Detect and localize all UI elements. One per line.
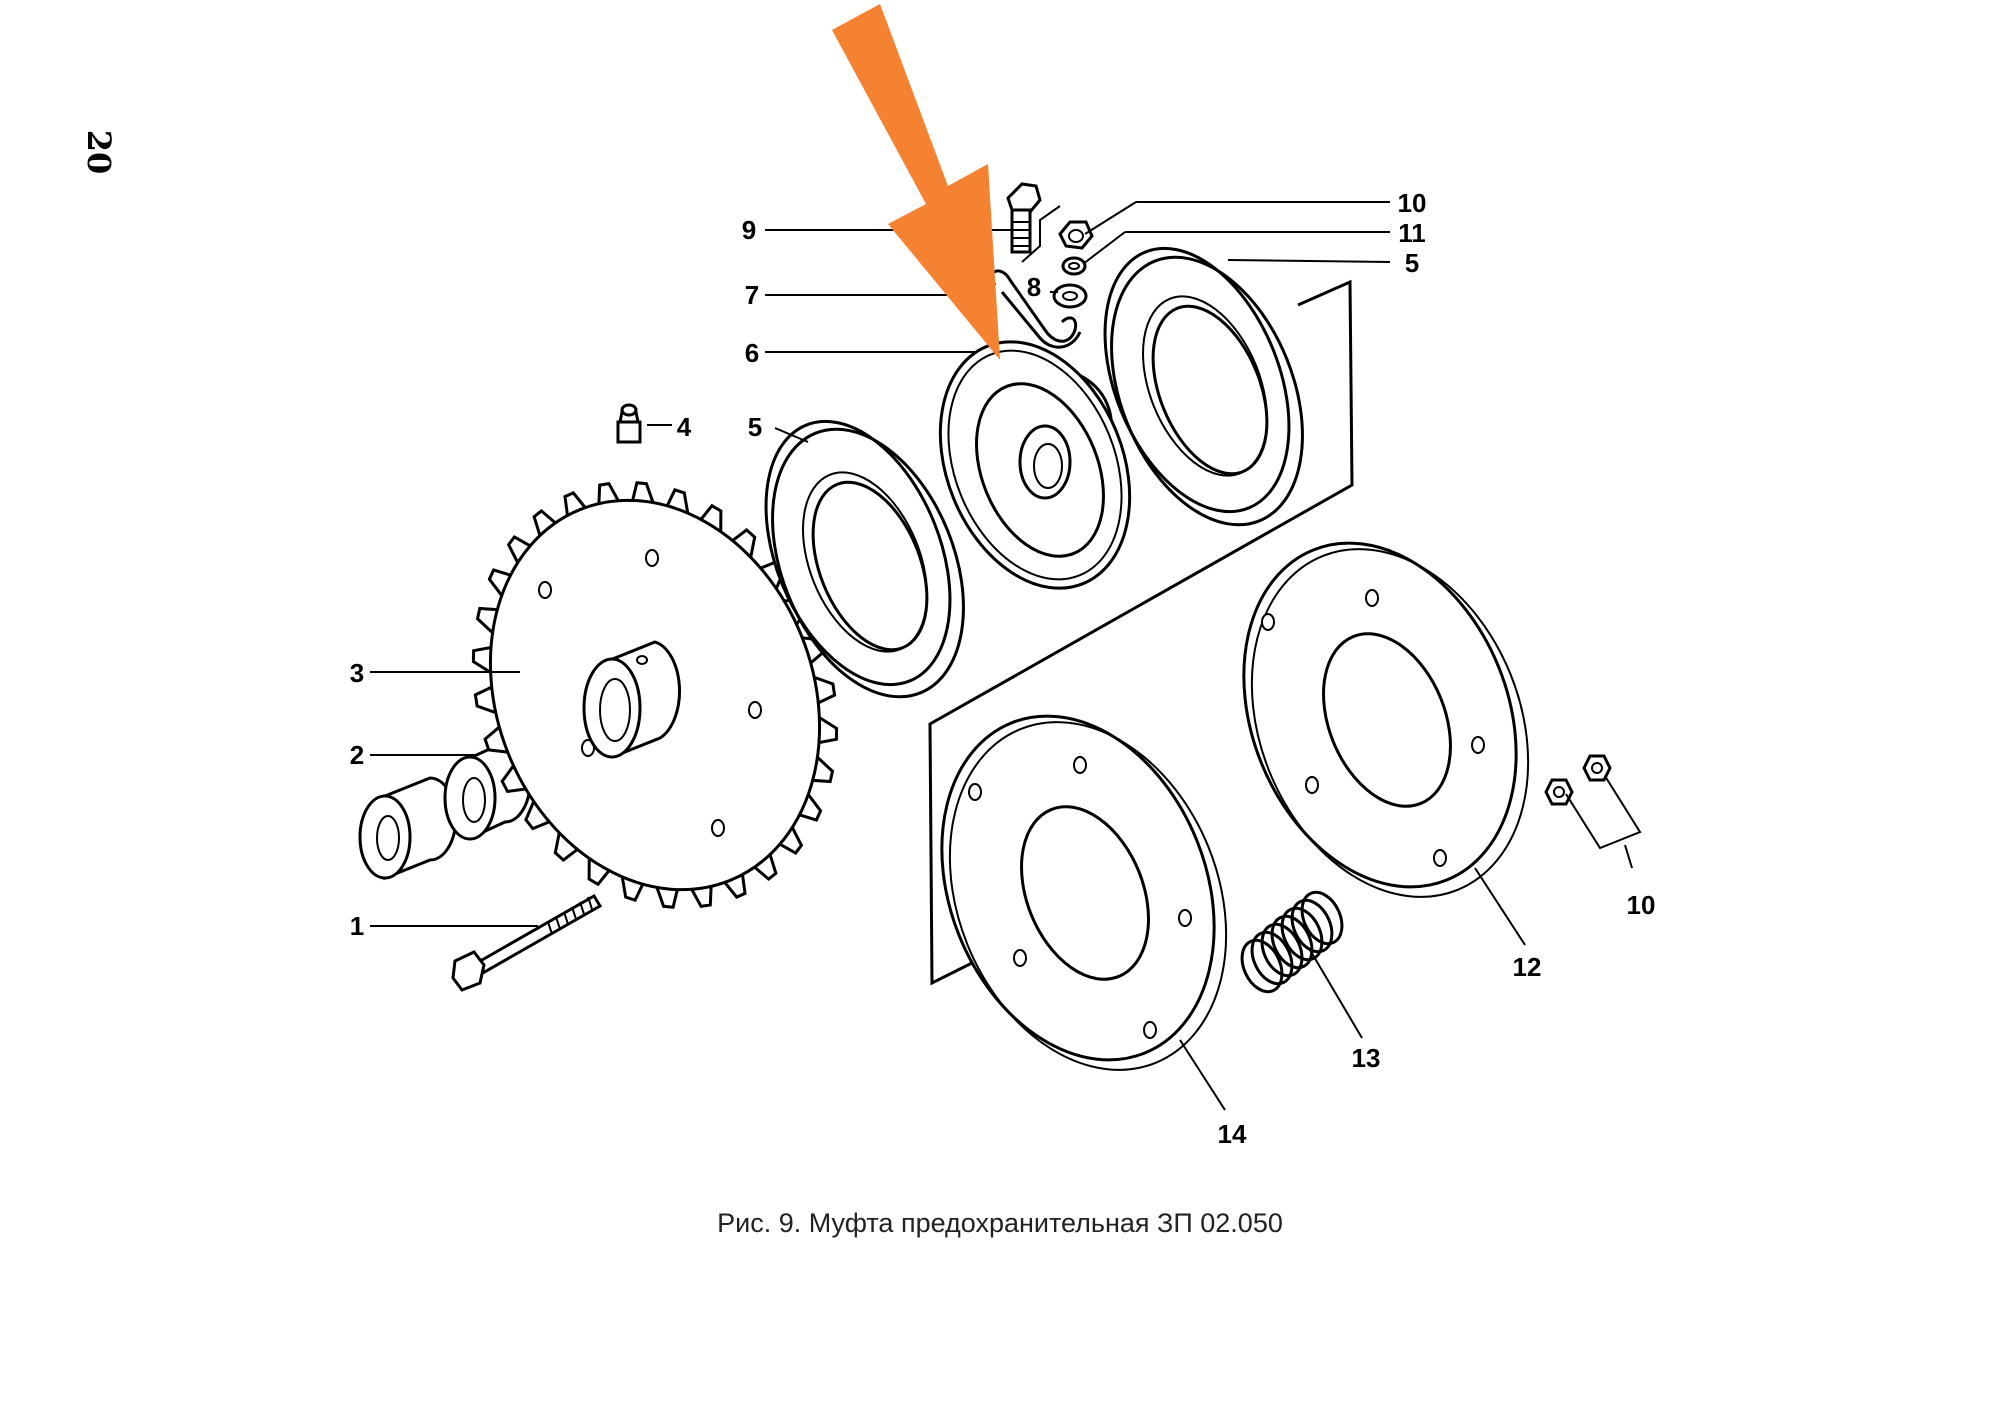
callout-5-left: 5 [748, 412, 762, 442]
callout-11: 11 [1398, 218, 1426, 248]
callout-10-right: 10 [1627, 890, 1656, 920]
part-10-nut-top [1058, 220, 1094, 250]
callout-12: 12 [1513, 952, 1542, 982]
callout-9: 9 [742, 215, 756, 245]
leader-lines [370, 201, 1642, 1111]
page-number: 20 [80, 130, 118, 175]
figure-caption: Рис. 9. Муфта предохранительная ЗП 02.05… [717, 1208, 1283, 1238]
part-2-bushings [358, 740, 532, 881]
part-7-lock-pin [990, 269, 1082, 349]
highlight-arrow [832, 4, 1000, 360]
part-3-sprocket [471, 481, 839, 909]
callout-7: 7 [745, 280, 759, 310]
callout-3: 3 [350, 658, 364, 688]
callout-6: 6 [745, 338, 759, 368]
spring-coil [1290, 898, 1334, 954]
part-14-pressure-plate [940, 714, 1228, 1071]
part-5-friction-ring-right [1103, 246, 1304, 527]
callout-5-right: 5 [1405, 248, 1419, 278]
callout-13: 13 [1352, 1043, 1381, 1073]
callout-labels: 1 2 3 4 5 6 7 8 9 10 11 5 10 12 13 14 [350, 188, 1656, 1149]
part-10-nuts-right [1544, 754, 1612, 806]
part-6-hub-disc [938, 340, 1132, 590]
spring-coil [1270, 914, 1314, 970]
part-13-spring [1240, 890, 1344, 994]
assembly-group-frame [928, 279, 1354, 986]
callout-8: 8 [1027, 272, 1041, 302]
spring-coil [1240, 938, 1284, 994]
part-9-bolt [1006, 182, 1061, 263]
part-8-flat-washer [1052, 283, 1088, 309]
part-12-pressure-plate [1242, 541, 1530, 898]
spring-coil [1300, 890, 1344, 946]
part-4-grease-fitting [616, 403, 642, 444]
part-5-friction-ring-left [764, 419, 965, 699]
callout-1: 1 [350, 911, 364, 941]
callout-10-top: 10 [1398, 188, 1427, 218]
callout-4: 4 [677, 412, 692, 442]
callout-14: 14 [1218, 1119, 1247, 1149]
spring-coil [1280, 906, 1324, 962]
part-11-spring-washer [1061, 256, 1087, 276]
spring-coil [1260, 922, 1304, 978]
callout-2: 2 [350, 740, 364, 770]
spring-coil [1250, 930, 1294, 986]
part-1-bolt [451, 893, 603, 992]
